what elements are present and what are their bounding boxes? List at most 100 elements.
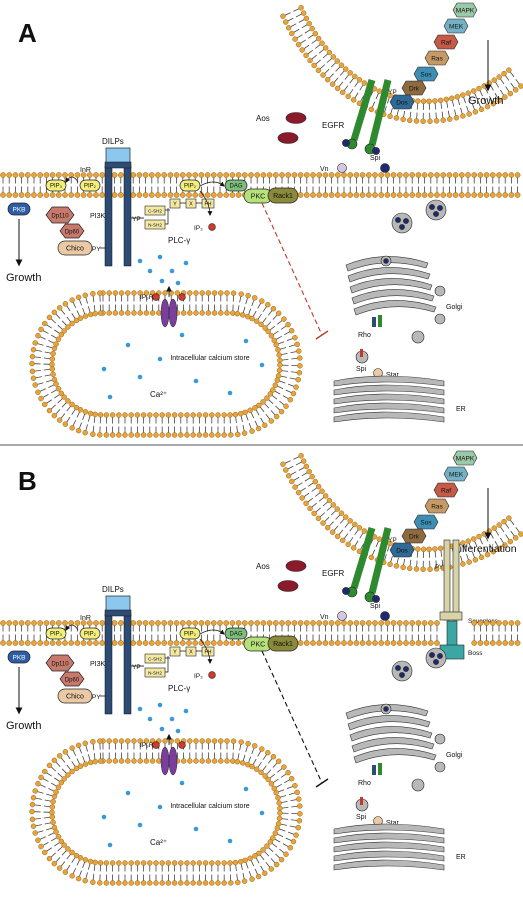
panel-letter: B bbox=[18, 466, 37, 496]
lipid-head bbox=[410, 640, 415, 645]
lipid-tail bbox=[62, 850, 66, 855]
lipid-tail bbox=[334, 526, 338, 531]
ip3r-ligand-1 bbox=[153, 294, 160, 301]
vn-ligand bbox=[338, 164, 347, 173]
lipid-head bbox=[56, 834, 61, 839]
lipid-tail bbox=[43, 778, 49, 781]
lipid-tail bbox=[94, 416, 95, 422]
lipid-head bbox=[410, 620, 415, 625]
lipid-tail bbox=[61, 757, 65, 762]
lipid-head bbox=[30, 802, 35, 807]
ip3r-channel-2 bbox=[169, 747, 177, 775]
calcium-ion bbox=[170, 717, 175, 722]
lipid-head bbox=[38, 192, 43, 197]
lipid-head bbox=[203, 433, 208, 438]
lipid-tail bbox=[77, 860, 80, 866]
lipid-head bbox=[218, 739, 223, 744]
lipid-head bbox=[163, 739, 168, 744]
calcium-ion bbox=[194, 827, 199, 832]
spi-in-vesicle bbox=[403, 218, 408, 223]
lipid-head bbox=[19, 172, 24, 177]
lipid-tail bbox=[516, 79, 520, 84]
lipid-tail bbox=[263, 306, 267, 311]
lipid-head bbox=[238, 859, 243, 864]
lipid-tail bbox=[441, 102, 442, 108]
lipid-head bbox=[320, 41, 325, 46]
lipid-head bbox=[277, 358, 282, 363]
lipid-tail bbox=[34, 818, 40, 819]
lipid-head bbox=[273, 172, 278, 177]
lipid-head bbox=[217, 640, 222, 645]
lipid-head bbox=[321, 73, 326, 78]
lipid-head bbox=[394, 563, 399, 568]
lipid-head bbox=[354, 620, 359, 625]
lipid-tail bbox=[62, 402, 66, 407]
boss-stem bbox=[447, 621, 457, 647]
cascade-label-5: Drk bbox=[409, 534, 420, 541]
lipid-head bbox=[289, 479, 294, 484]
lipid-head bbox=[286, 770, 291, 775]
lipid-head bbox=[87, 640, 92, 645]
lipid-head bbox=[460, 93, 465, 98]
ip3r-channel-1 bbox=[161, 299, 169, 327]
calcium-ion bbox=[184, 261, 189, 266]
lipid-head bbox=[335, 620, 340, 625]
lipid-head bbox=[269, 867, 274, 872]
lipid-head bbox=[172, 861, 177, 866]
lipid-tail bbox=[56, 857, 60, 862]
panel-b: BDifferentiationMAPKMEKRafRasSosDrkDosYP… bbox=[0, 451, 523, 886]
lipid-tail bbox=[282, 819, 288, 820]
lipid-tail bbox=[58, 846, 63, 850]
lipid-head bbox=[294, 385, 299, 390]
lipid-head bbox=[230, 192, 235, 197]
growth-right-label: Growth bbox=[468, 95, 503, 107]
inr-bridge bbox=[105, 162, 131, 168]
lipid-head bbox=[379, 172, 384, 177]
lipid-tail bbox=[331, 510, 336, 515]
golgi-label: Golgi bbox=[446, 304, 463, 311]
lipid-tail bbox=[37, 831, 43, 833]
lipid-head bbox=[19, 620, 24, 625]
lipid-head bbox=[262, 871, 267, 876]
er-sheet bbox=[334, 842, 444, 852]
lipid-head bbox=[230, 640, 235, 645]
lipid-head bbox=[56, 785, 61, 790]
lipid-head bbox=[56, 386, 61, 391]
lipid-tail bbox=[372, 102, 375, 108]
lipid-tail bbox=[54, 394, 59, 398]
lipid-head bbox=[271, 754, 276, 759]
lipid-tail bbox=[291, 358, 297, 359]
lipid-head bbox=[49, 362, 54, 367]
lipid-head bbox=[116, 413, 121, 418]
lipid-tail bbox=[93, 744, 94, 750]
lipid-head bbox=[135, 413, 140, 418]
lipid-head bbox=[150, 759, 155, 764]
cascade-label-5: Drk bbox=[409, 86, 420, 93]
lipid-head bbox=[110, 413, 115, 418]
lipid-head bbox=[56, 337, 61, 342]
lipid-tail bbox=[266, 770, 270, 775]
lipid-tail bbox=[58, 398, 63, 402]
lipid-head bbox=[366, 172, 371, 177]
lipid-head bbox=[427, 119, 432, 124]
lipid-head bbox=[19, 192, 24, 197]
sevenless-chain-1 bbox=[444, 540, 450, 620]
cascade-label-4: Sos bbox=[420, 72, 432, 79]
lipid-head bbox=[131, 640, 136, 645]
lipid-tail bbox=[308, 50, 313, 54]
ca-label: Ca²⁺ bbox=[150, 838, 167, 847]
lipid-tail bbox=[261, 866, 264, 872]
lipid-head bbox=[162, 172, 167, 177]
lipid-head bbox=[416, 620, 421, 625]
lipid-tail bbox=[329, 522, 333, 527]
lipid-head bbox=[472, 172, 477, 177]
lipid-tail bbox=[279, 829, 285, 831]
lipid-head bbox=[407, 118, 412, 123]
lipid-head bbox=[427, 99, 432, 104]
lipid-head bbox=[265, 750, 270, 755]
lipid-head bbox=[441, 192, 446, 197]
lipid-head bbox=[47, 763, 52, 768]
lipid-tail bbox=[305, 30, 311, 33]
py-label: PY bbox=[92, 246, 101, 253]
yp-label: YP bbox=[132, 216, 141, 223]
